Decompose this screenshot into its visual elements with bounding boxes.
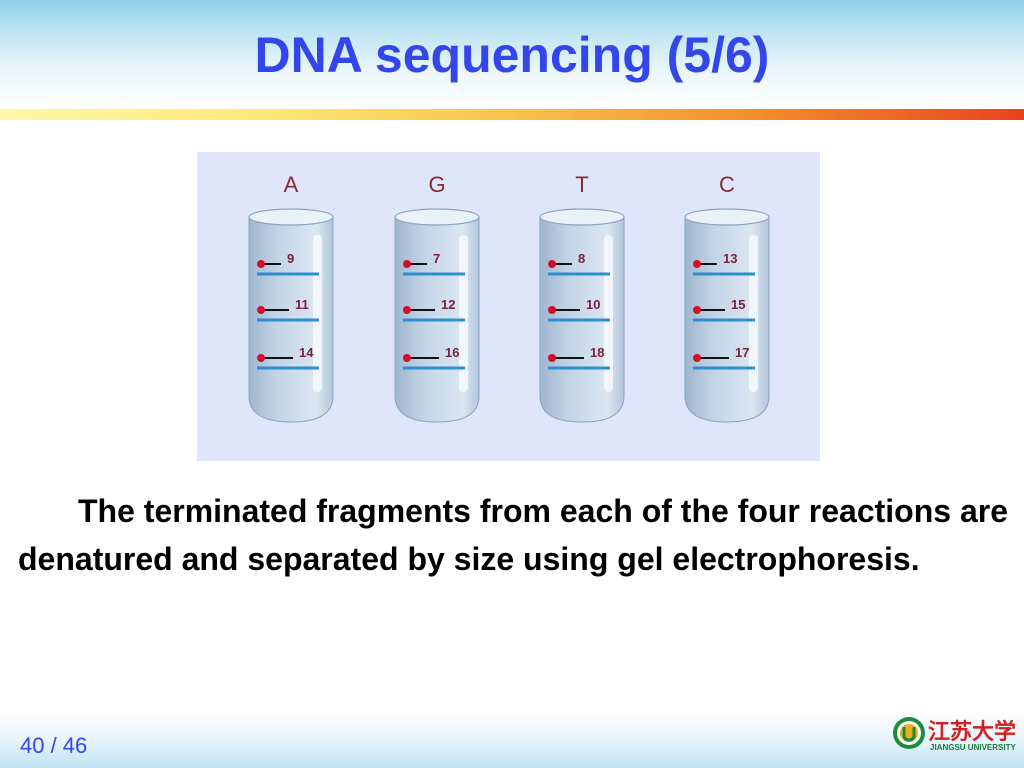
fragment-length-label: 7: [433, 251, 440, 266]
slide-caption: The terminated fragments from each of th…: [18, 493, 1008, 577]
fragment-end-dot: [257, 260, 265, 268]
fragment-length-label: 10: [586, 297, 600, 312]
fragment-end-dot: [257, 354, 265, 362]
fragment-end-dot: [693, 354, 701, 362]
fragment-length-label: 12: [441, 297, 455, 312]
slide-title: DNA sequencing (5/6): [254, 27, 770, 83]
fragment-length-label: 9: [287, 251, 294, 266]
fragment-end-dot: [403, 260, 411, 268]
page-number: 40 / 46: [20, 733, 88, 758]
fragment-end-dot: [548, 306, 556, 314]
tube-label-t: T: [575, 172, 588, 197]
tube-opening: [539, 208, 625, 226]
fragment-end-dot: [693, 306, 701, 314]
fragment-end-dot: [403, 354, 411, 362]
fragment-end-dot: [548, 260, 556, 268]
title-divider-bar: [0, 109, 1024, 120]
header-gradient-band: [0, 0, 1024, 108]
fragment-end-dot: [693, 260, 701, 268]
logo-chinese-text: 江苏大学: [928, 719, 1017, 745]
fragment-length-label: 15: [731, 297, 745, 312]
tube-label-g: G: [428, 172, 445, 197]
fragment-length-label: 16: [445, 345, 459, 360]
sequencing-tubes-figure: A 9 11 14 G 7 12 16 T 8 10 18 C 13 15 17: [197, 152, 820, 461]
fragment-length-label: 13: [723, 251, 737, 266]
tube-label-a: A: [284, 172, 299, 197]
tube-opening: [248, 208, 334, 226]
footer-gradient-band: [0, 712, 1024, 768]
logo-english-text: JIANGSU UNIVERSITY: [930, 743, 1016, 752]
fragment-length-label: 18: [590, 345, 604, 360]
fragment-length-label: 14: [299, 345, 314, 360]
fragment-end-dot: [403, 306, 411, 314]
tube-opening: [394, 208, 480, 226]
fragment-end-dot: [548, 354, 556, 362]
university-emblem-icon: [893, 717, 925, 749]
fragment-length-label: 8: [578, 251, 585, 266]
tubes-illustration: A 9 11 14 G 7 12 16 T 8 10 18 C 13 15 17: [248, 172, 770, 423]
university-logo: 江苏大学 JIANGSU UNIVERSITY: [890, 712, 1018, 758]
fragment-length-label: 17: [735, 345, 749, 360]
fragment-length-label: 11: [295, 297, 309, 312]
tube-opening: [684, 208, 770, 226]
tube-label-c: C: [719, 172, 735, 197]
fragment-end-dot: [257, 306, 265, 314]
